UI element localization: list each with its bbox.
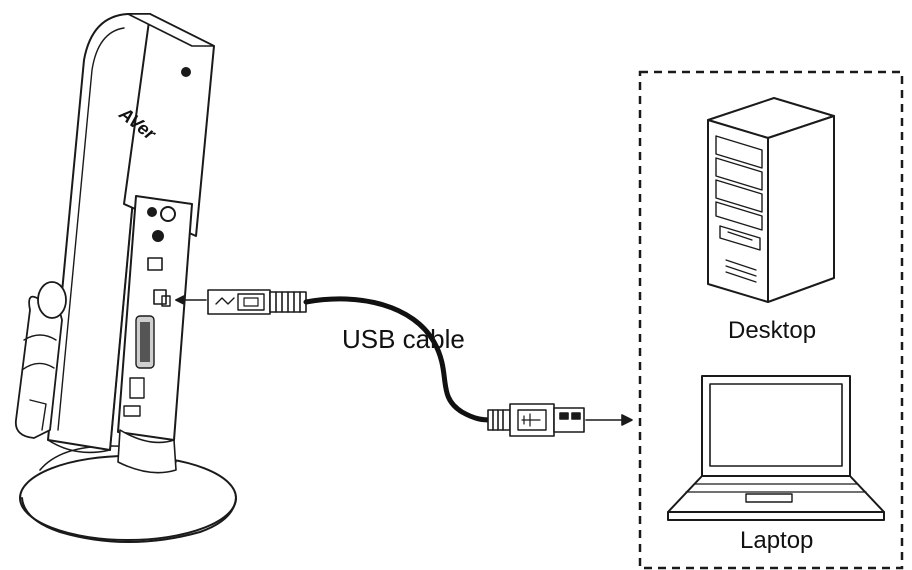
desktop-label: Desktop bbox=[728, 317, 816, 344]
camera-port-panel bbox=[117, 195, 193, 474]
cable-wire bbox=[303, 296, 495, 423]
camera-head-screw bbox=[181, 67, 191, 77]
cable-label: USB cable bbox=[342, 324, 465, 354]
desktop-tower-icon bbox=[707, 97, 835, 303]
document-camera: AVer bbox=[14, 13, 237, 543]
usb-plug-camera-end bbox=[207, 289, 307, 315]
laptop-icon bbox=[667, 375, 885, 521]
camera-port-arrow bbox=[175, 295, 207, 305]
usb-plug-computer-end bbox=[487, 403, 585, 437]
computer-port-arrow bbox=[585, 414, 633, 426]
laptop-label: Laptop bbox=[740, 527, 813, 554]
usb-cable: USB cable bbox=[175, 289, 633, 437]
computers-box: Desktop Laptop bbox=[638, 70, 904, 570]
computers-dashed-border bbox=[638, 70, 904, 570]
camera-arm-clip bbox=[14, 281, 67, 439]
camera-usb-port bbox=[161, 295, 171, 307]
camera-head bbox=[123, 13, 215, 237]
